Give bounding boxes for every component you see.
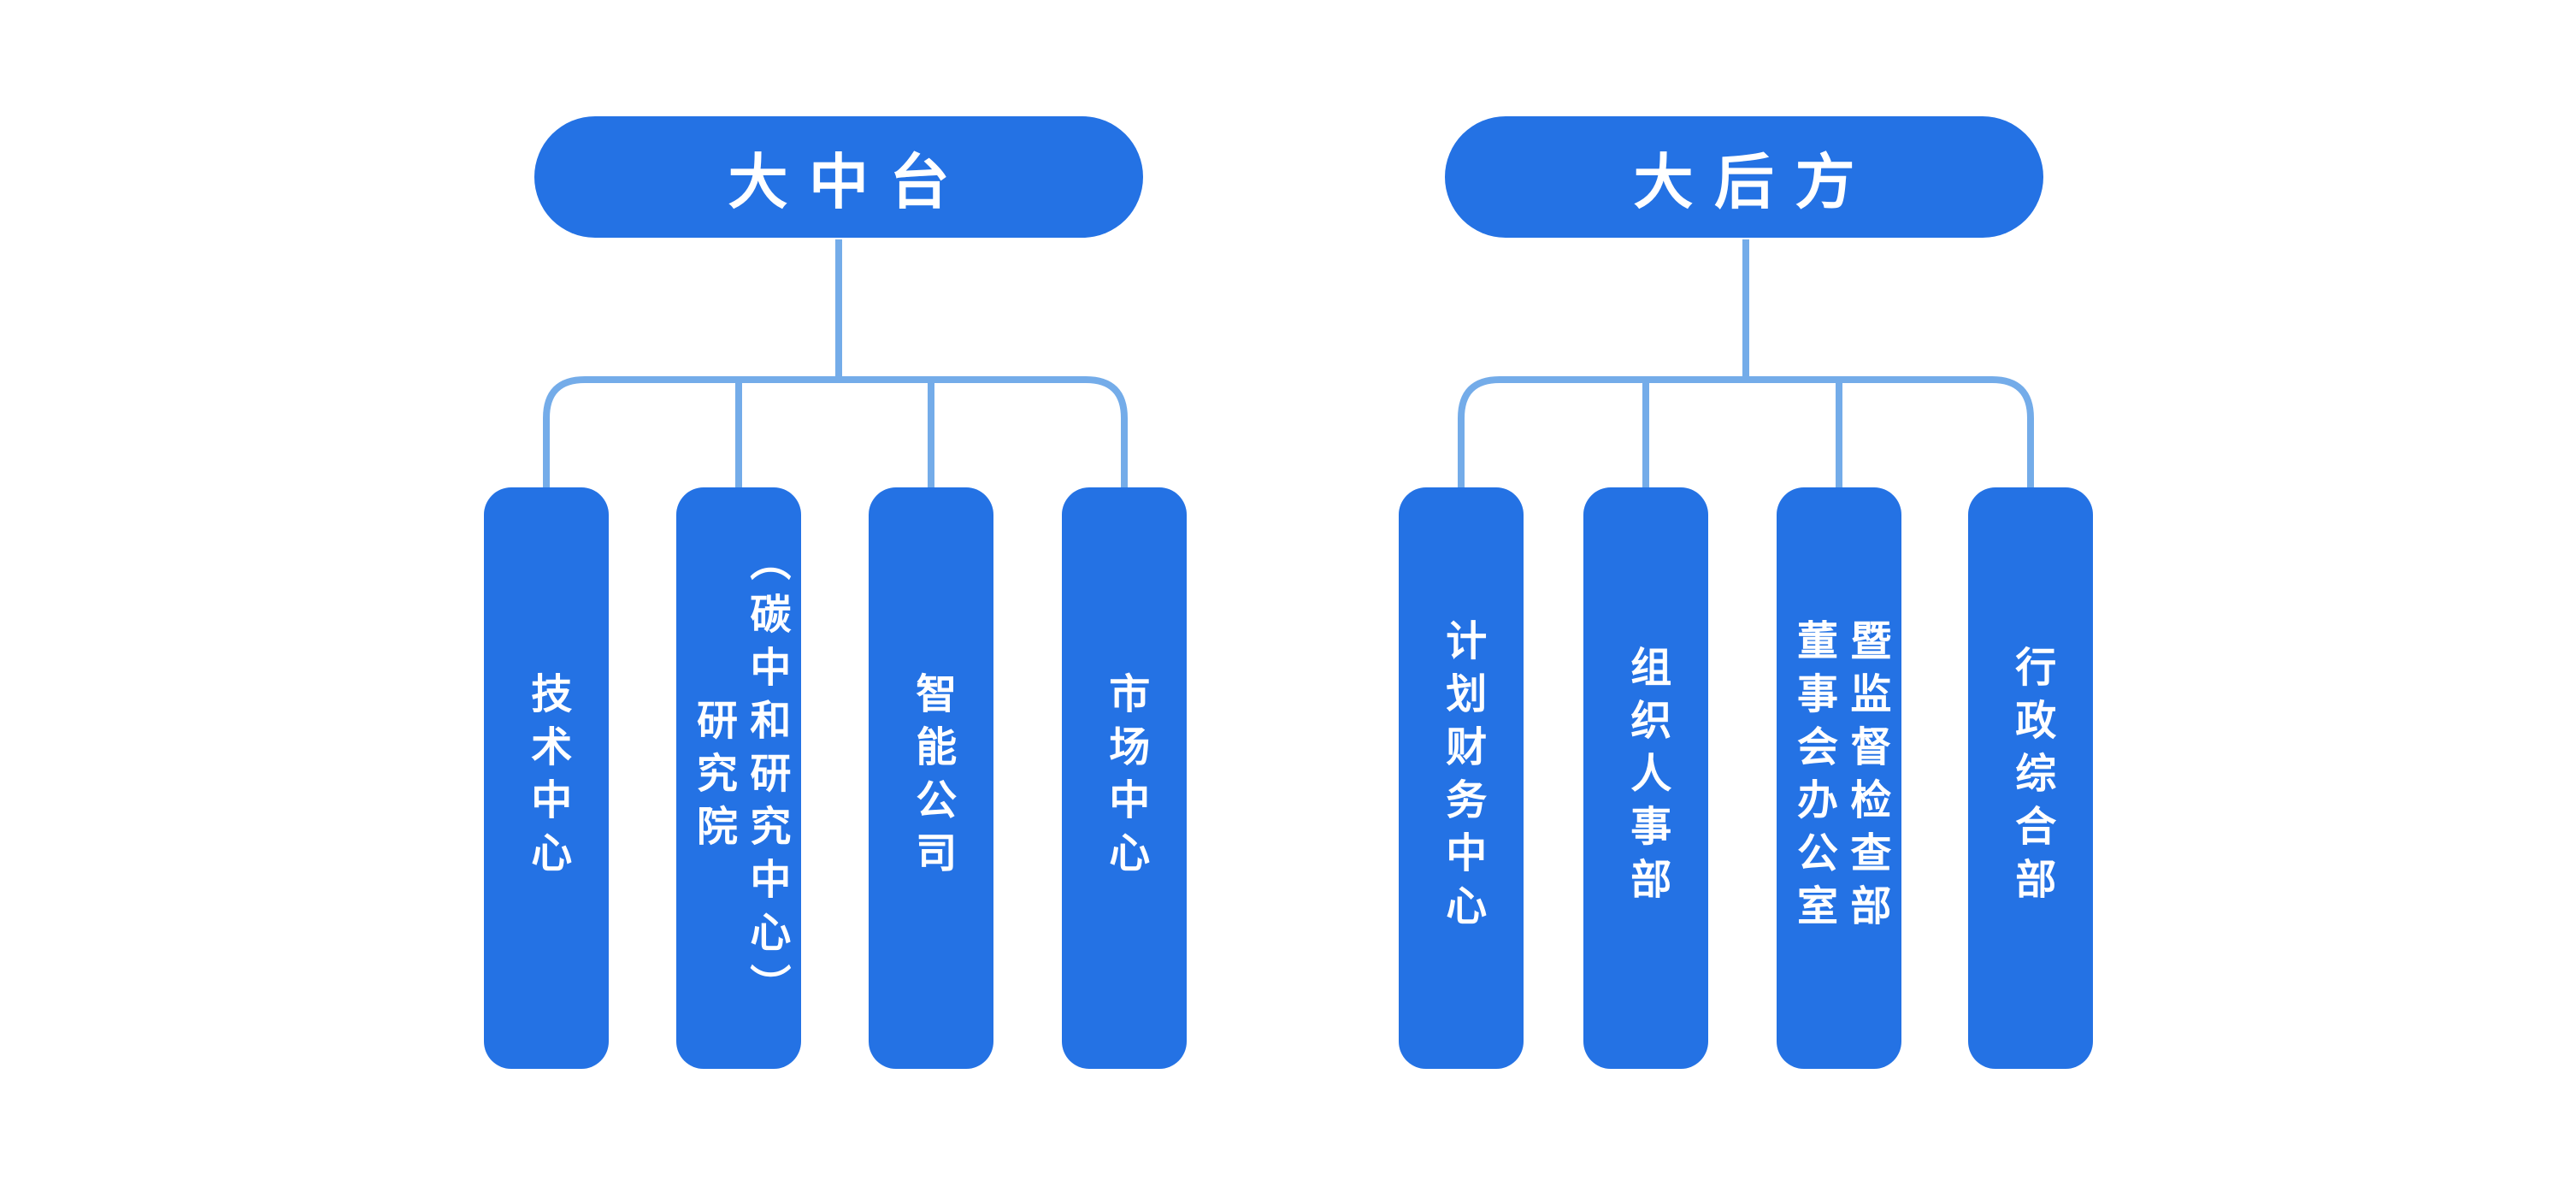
department-label: 计划财务中心	[1439, 619, 1485, 937]
group-2-title: 大后方	[1633, 148, 1876, 215]
department-node: 行政综合部	[1968, 487, 2093, 1069]
department-label: 智能公司	[909, 672, 955, 884]
department-node: 计划财务中心	[1399, 487, 1524, 1069]
group-1-title-node: 大中台	[534, 116, 1143, 238]
department-node: 研究院 （碳中和研究中心）	[676, 487, 801, 1069]
connector-bus-left	[543, 376, 1128, 487]
department-label: 组织人事部	[1624, 646, 1670, 911]
department-node: 智能公司	[869, 487, 993, 1069]
department-label: 市场中心	[1102, 672, 1148, 884]
group-1-title: 大中台	[728, 148, 970, 215]
department-node: 市场中心	[1062, 487, 1187, 1069]
department-node: 技术中心	[484, 487, 609, 1069]
connector-bus-right	[1458, 376, 2034, 487]
department-label: 研究院 （碳中和研究中心）	[690, 540, 789, 1017]
group-2-title-node: 大后方	[1445, 116, 2043, 238]
department-label: 技术中心	[524, 672, 570, 884]
department-label: 董事会办公室 暨监督检查部	[1790, 619, 1889, 937]
department-node: 董事会办公室 暨监督检查部	[1777, 487, 1901, 1069]
department-node: 组织人事部	[1583, 487, 1708, 1069]
department-label: 行政综合部	[2008, 646, 2054, 911]
